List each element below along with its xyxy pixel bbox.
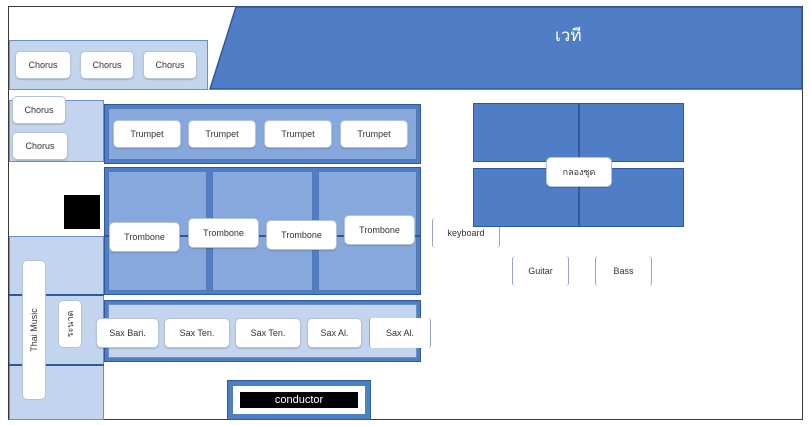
left-riser-divider (9, 364, 104, 366)
chorus-card: Chorus (80, 51, 134, 79)
thai-instrument-label: ระนาด (58, 300, 82, 348)
thai-instrument-text: ระนาด (65, 310, 75, 338)
trombone-card: Trombone (109, 222, 180, 252)
guitar-label: Guitar (512, 256, 569, 286)
trumpet-card: Trumpet (340, 120, 408, 148)
conductor-label: conductor (240, 392, 358, 408)
sax-card: Sax Ten. (164, 318, 230, 348)
trombone-card: Trombone (266, 220, 337, 250)
trumpet-card: Trumpet (113, 120, 181, 148)
black-box (64, 195, 100, 229)
thai-music-text: Thai Music (29, 308, 39, 352)
trombone-card: Trombone (344, 215, 415, 245)
left-riser-divider (9, 294, 104, 296)
bass-label: Bass (595, 256, 652, 286)
chorus-card: Chorus (12, 132, 68, 160)
sax-card: Sax Bari. (96, 318, 159, 348)
stage-banner (208, 6, 803, 90)
thai-music-label: Thai Music (22, 260, 46, 400)
trombone-card: Trombone (188, 218, 259, 248)
sax-card-bracketed: Sax Al. (369, 318, 431, 348)
chorus-card: Chorus (12, 96, 66, 124)
sax-card: Sax Al. (307, 318, 362, 348)
trumpet-card: Trumpet (188, 120, 256, 148)
chorus-card: Chorus (143, 51, 197, 79)
trombone-riser-divider (104, 235, 421, 237)
trumpet-card: Trumpet (264, 120, 332, 148)
drums-card: กลองชุด (546, 157, 612, 187)
sax-card: Sax Ten. (235, 318, 301, 348)
chorus-card: Chorus (15, 51, 71, 79)
stage-label: เวที (555, 26, 582, 45)
